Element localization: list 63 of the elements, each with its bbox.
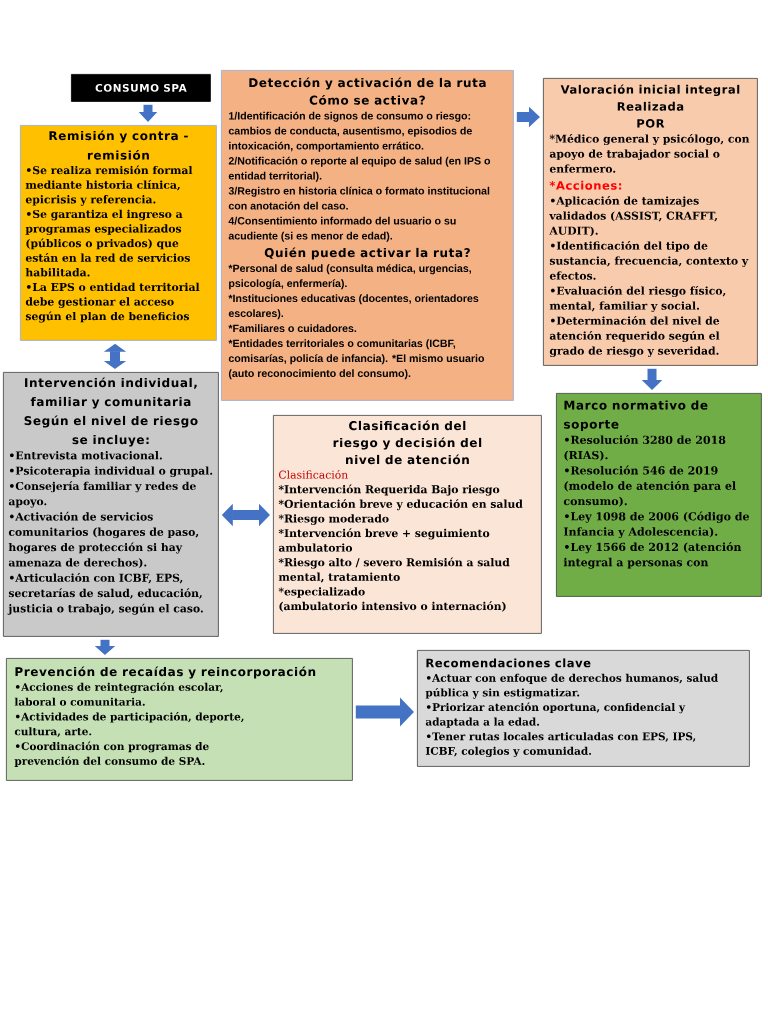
- box-label: CONSUMO SPA: [95, 83, 187, 92]
- list-item: *Intervención Requerida Bajo riesgo: [278, 484, 500, 496]
- process-box: [221, 70, 514, 401]
- title-box: [71, 74, 211, 102]
- list-item: 4/Consentimiento informado del usuario o su acudiente (si es menor de edad).: [228, 216, 456, 242]
- list-item: *Riesgo alto / severo Remisión a salud mental, tratamiento: [278, 557, 510, 583]
- bullet-item: •Entrevista motivacional.: [9, 451, 162, 460]
- process-box: [556, 393, 762, 597]
- bullet-item: •Consejería familiar y redes de apoyo.: [8, 481, 196, 508]
- bullet-item: •Resolución 3280 de 2018 (RIAS).: [564, 435, 726, 461]
- box-heading: Realizada: [617, 101, 684, 111]
- bullet-item: •Se realiza remisión formal mediante historia clínica, epicrisis y referencia.: [25, 165, 193, 206]
- bullet-item: •La EPS o entidad territorial debe gestionar el acceso según el plan de beneficios: [25, 282, 200, 323]
- bullet-item: *Médico general y psicólogo, con apoyo de trabajador social o enfermero.: [549, 133, 750, 173]
- bullet-item: •Priorizar atención oportuna, confidencial y adaptada a la edad.: [425, 702, 686, 728]
- bullet-item: •Resolución 546 de 2019 (modelo de atención para el consumo).: [563, 465, 736, 507]
- bullet-item: •Acciones de reintegración escolar, laboral o comunitaria.: [14, 682, 223, 706]
- box-heading: Quién puede activar la ruta?: [264, 247, 470, 260]
- list-item: *Intervención breve + seguimiento ambulatorio: [278, 528, 490, 552]
- bullet-item: •Aplicación de tamizajes validados (ASSIST, CRAFFT, AUDIT).: [549, 195, 717, 237]
- box-heading: Según el nivel de riesgo se incluye:: [24, 415, 198, 447]
- process-box: [6, 658, 353, 781]
- list-item: 3/Registro en historia clínica o formato institucional con anotación del caso.: [228, 186, 490, 210]
- bullet-item: •Se garantiza el ingreso a programas especializados (públicos o privados) que están en la red de servicios habilitada.: [25, 209, 190, 277]
- bullet-item: •Actividades de participación, deporte, cultura, arte.: [14, 712, 244, 737]
- process-box: [20, 125, 217, 341]
- box-heading: Valoración inicial integral: [560, 84, 740, 97]
- list-item: *Personal de salud (consulta médica, urgencias, psicología, enfermería).: [228, 264, 471, 290]
- list-item: *Orientación breve y educación en salud: [278, 499, 523, 511]
- box-heading: POR: [637, 119, 665, 128]
- bullet-item: •Ley 1098 de 2006 (Código de Infancia y Adolescencia).: [563, 511, 749, 539]
- bullet-item: •Psicoterapia individual o grupal.: [9, 466, 213, 477]
- bullet-item: •Determinación del nivel de atención requerido según el grado de riesgo y severidad.: [549, 315, 720, 357]
- box-heading: Marco normativo de soporte: [564, 400, 708, 431]
- process-box: [3, 372, 219, 637]
- list-item: 2/Notificación o reporte al equipo de salud (en IPS o entidad territorial).: [228, 156, 491, 182]
- bullet-item: •Actuar con enfoque de derechos humanos, salud pública y sin estigmatizar.: [425, 673, 718, 699]
- process-box: [543, 78, 758, 366]
- bullet-item: •Identificación del tipo de sustancia, frecuencia, contexto y efectos.: [549, 240, 749, 280]
- list-item: *Familiares o cuidadores.: [228, 324, 357, 333]
- subheading: Clasificación: [279, 469, 348, 479]
- box-heading: Clasificación del riesgo y decisión del nivel de atención: [333, 420, 482, 465]
- box-heading: Detección y activación de la ruta: [249, 77, 486, 90]
- bullet-item: •Activación de servicios comunitarios (hogares de paso, hogares de protección si hay amenaza de derechos).: [8, 511, 199, 569]
- process-box: [273, 415, 542, 634]
- bullet-item: •Tener rutas locales articuladas con EPS, IPS, ICBF, colegios y comunidad.: [425, 732, 696, 758]
- bullet-item: •Evaluación del riesgo físico, mental, familiar y social.: [549, 285, 726, 312]
- box-heading: Recomendaciones clave: [426, 658, 591, 668]
- bullet-item: •Articulación con ICBF, EPS, secretarías de salud, educación, justicia o trabajo, según el caso.: [7, 573, 203, 615]
- bullet-item: •Coordinación con programas de prevención del consumo de SPA.: [14, 741, 209, 767]
- list-item: 1/Identificación de signos de consumo o riesgo: cambios de conducta, ausentismo, episodios de intoxicación, comportamiento errático.: [228, 111, 472, 152]
- box-heading: Cómo se activa?: [309, 94, 425, 105]
- list-item: *Riesgo moderado: [278, 514, 389, 525]
- box-heading: Intervención individual, familiar y comunitaria: [25, 377, 197, 409]
- box-heading: Remisión y contra - remisión: [49, 130, 188, 160]
- list-item: *Instituciones educativas (docentes, orientadores escolares).: [228, 294, 479, 320]
- subheading: *Acciones:: [549, 180, 622, 190]
- list-item: *especializado: [278, 587, 365, 598]
- bullet-item: •Ley 1566 de 2012 (atención integral a personas con: [563, 542, 742, 569]
- list-item: *Entidades territoriales o comunitarias (ICBF, comisarías, policía de infancia). *El mismo usuario (auto reconocimiento del consumo).: [228, 339, 485, 380]
- process-box: [417, 650, 750, 767]
- list-item: (ambulatorio intensivo o internación): [279, 601, 506, 612]
- box-heading: Prevención de recaídas y reincorporación: [15, 666, 316, 679]
